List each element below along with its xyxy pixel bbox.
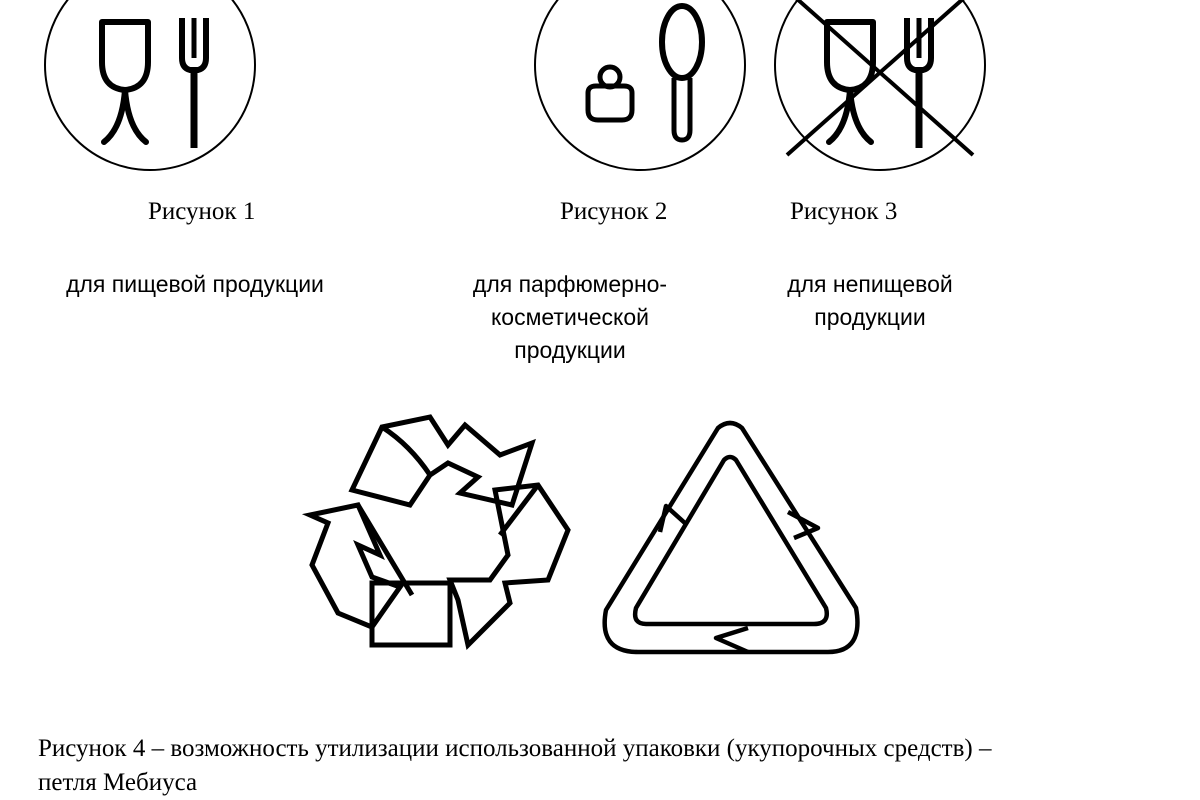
figure-4-mobius bbox=[598, 420, 863, 665]
glass-fork-icon bbox=[44, 0, 256, 171]
figure-1-caption: Рисунок 1 bbox=[148, 198, 256, 225]
figure-4-caption: Рисунок 4 – возможность утилизации испол… bbox=[38, 735, 992, 796]
figure-2-description: для парфюмерно- косметической продукции bbox=[472, 271, 668, 363]
figure-2 bbox=[530, 0, 750, 190]
figure-3-caption: Рисунок 3 bbox=[790, 198, 898, 225]
figure-3-description: для непищевой продукции bbox=[787, 271, 953, 330]
recycle-arrows-icon bbox=[301, 414, 571, 650]
figure-3 bbox=[774, 0, 995, 190]
crossed-glass-fork-icon bbox=[774, 0, 986, 171]
mobius-loop-icon bbox=[602, 420, 860, 655]
figure-4-recycle bbox=[300, 405, 585, 675]
figure-2-caption: Рисунок 2 bbox=[560, 198, 668, 225]
figure-1-description: для пищевой продукции bbox=[66, 271, 324, 297]
cosmetics-mirror-icon bbox=[534, 0, 746, 171]
figure-1 bbox=[40, 0, 260, 190]
